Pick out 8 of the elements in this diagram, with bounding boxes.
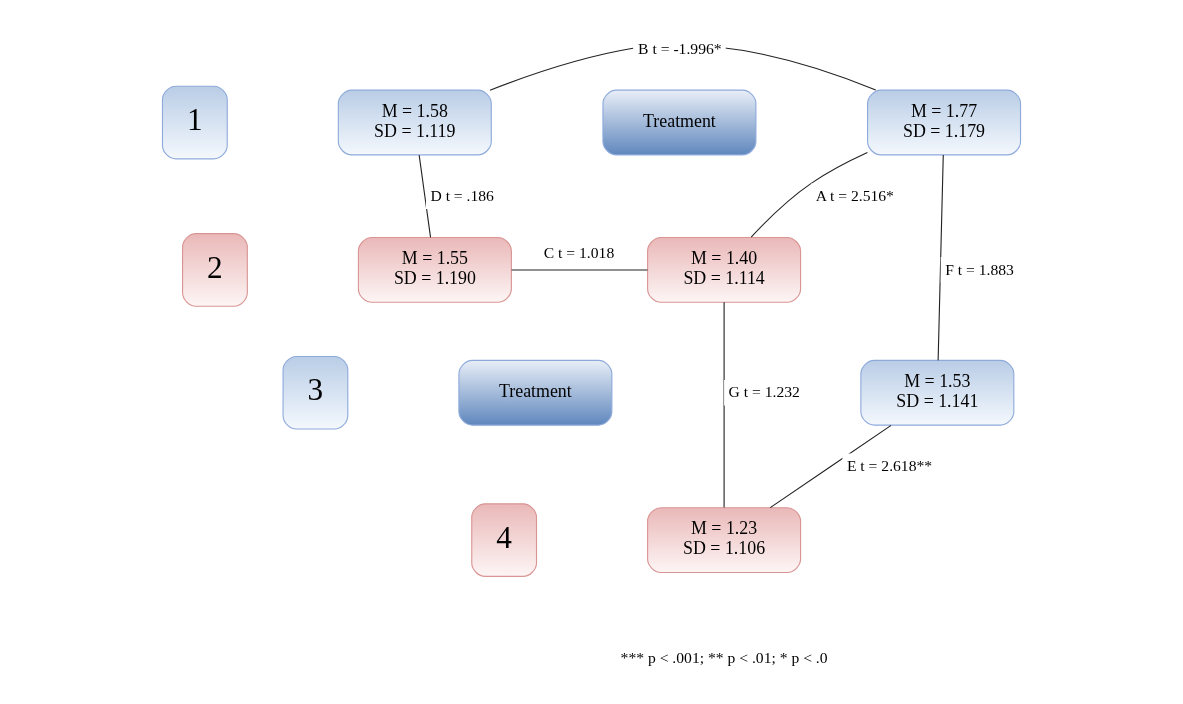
label: *** p < .001; ** p < .01; * p < .0	[620, 649, 828, 667]
edge-label: A t = 2.516*	[815, 186, 894, 204]
edge-label: C t = 1.018	[543, 244, 615, 262]
edge-label: B t = -1.996*	[638, 39, 722, 57]
edge-label: F t = 1.883	[945, 260, 1014, 278]
edge-label: D t = .186	[430, 186, 494, 204]
edge-label: E t = 2.618**	[846, 457, 933, 475]
edge-label: G t = 1.232	[728, 383, 800, 401]
